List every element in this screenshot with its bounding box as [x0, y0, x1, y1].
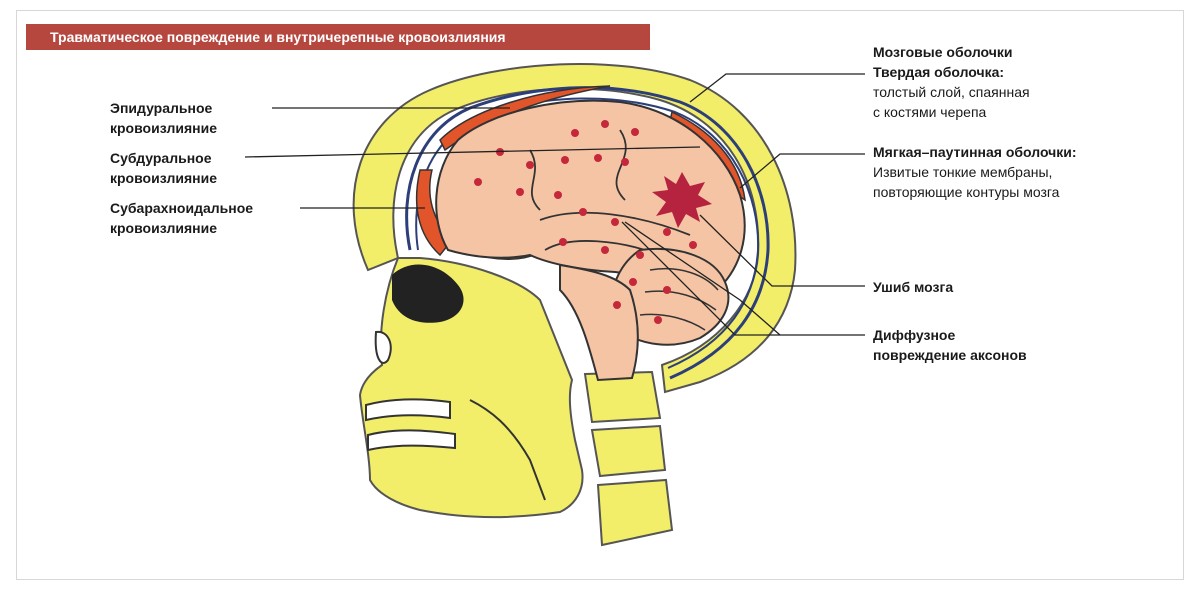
brainstem: [559, 263, 639, 382]
eye-socket: [392, 264, 464, 323]
label-meninges: Мозговые оболочки Твердая оболочка: толс…: [873, 42, 1030, 122]
axonal-leader-2: [624, 221, 781, 336]
contusion-leader: [699, 214, 865, 287]
leader-lines: [244, 73, 865, 336]
label-subarachnoid: Субарахноидальное кровоизлияние: [110, 198, 253, 238]
label-subdural-line1: Субдуральное: [110, 150, 212, 166]
skull-cap: [352, 63, 797, 394]
cervical-vertebrae: [583, 370, 674, 547]
axonal-leader-1: [621, 221, 865, 336]
cerebellum-folds: [639, 268, 719, 331]
label-dura-desc1: толстый слой, спаянная: [873, 84, 1030, 100]
label-dura-title: Твердая оболочка:: [873, 64, 1005, 80]
axonal-injury-dots: [474, 120, 697, 324]
subdural-leader: [244, 146, 701, 158]
label-pia-desc1: Извитые тонкие мембраны,: [873, 164, 1053, 180]
label-pia-desc2: повторяющие контуры мозга: [873, 184, 1060, 200]
label-contusion-text: Ушиб мозга: [873, 279, 954, 295]
contusion-mark: [652, 172, 712, 228]
jaw-line: [469, 399, 546, 501]
label-subarachnoid-line1: Субарахноидальное: [110, 200, 254, 216]
label-pia-title: Мягкая–паутинная оболочки:: [873, 144, 1077, 160]
label-axonal-line2: повреждение аксонов: [873, 347, 1027, 363]
label-epidural: Эпидуральное кровоизлияние: [110, 98, 217, 138]
label-subdural: Субдуральное кровоизлияние: [110, 148, 217, 188]
label-axonal: Диффузное повреждение аксонов: [873, 325, 1027, 365]
nasal-cavity: [374, 330, 392, 364]
label-epidural-line2: кровоизлияние: [110, 120, 217, 136]
label-pia: Мягкая–паутинная оболочки: Извитые тонки…: [873, 142, 1077, 202]
skull-face: [358, 257, 584, 518]
pia-leader: [739, 153, 865, 189]
meninges-leader: [689, 73, 865, 103]
label-dura-desc2: с костями черепа: [873, 104, 987, 120]
dura-mater-outline: [405, 86, 770, 380]
label-subdural-line2: кровоизлияние: [110, 170, 217, 186]
diagram-title: Травматическое повреждение и внутричереп…: [26, 24, 650, 50]
label-epidural-line1: Эпидуральное: [110, 100, 213, 116]
teeth: [365, 398, 456, 452]
label-contusion: Ушиб мозга: [873, 277, 953, 297]
label-subarachnoid-line2: кровоизлияние: [110, 220, 217, 236]
label-axonal-line1: Диффузное: [873, 327, 956, 343]
label-meninges-heading: Мозговые оболочки: [873, 44, 1013, 60]
